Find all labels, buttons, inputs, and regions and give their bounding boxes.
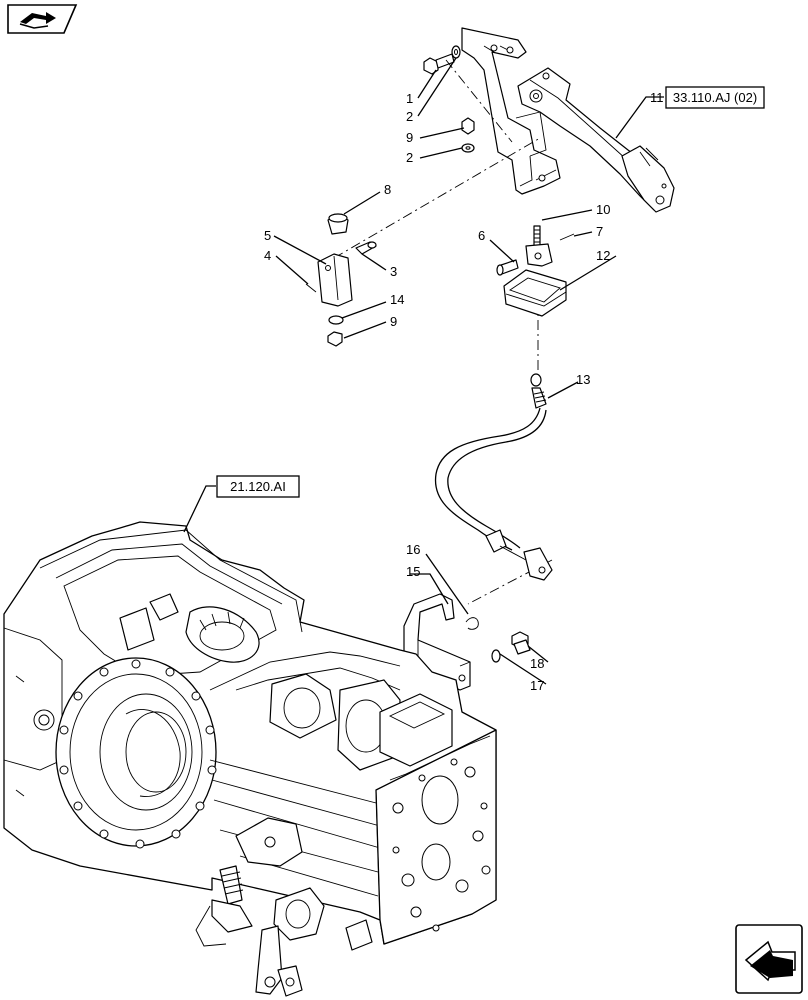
washer-17 — [491, 649, 501, 663]
callout-9[interactable]: 9 — [406, 130, 413, 145]
pivot-bracket-5 — [317, 253, 353, 307]
callout-4[interactable]: 4 — [264, 248, 271, 263]
callout-15[interactable]: 15 — [406, 564, 420, 579]
nut-9-top — [461, 117, 475, 135]
nut-9-lower — [327, 331, 343, 347]
callout-5[interactable]: 5 — [264, 228, 271, 243]
washer-2-top — [451, 45, 461, 59]
callout-17[interactable]: 17 — [530, 678, 544, 693]
clevis-pin-6 — [496, 259, 519, 276]
callout-7[interactable]: 7 — [596, 224, 603, 239]
brake-lever-bracket — [461, 27, 561, 195]
leader-lines — [183, 57, 664, 685]
rubber-boot-12 — [503, 269, 567, 317]
clevis-10 — [525, 243, 553, 267]
brake-cable-13 — [434, 373, 553, 581]
callout-12[interactable]: 12 — [596, 248, 610, 263]
callout-labels: 1 2 9 2 8 5 4 3 14 9 11 10 6 7 12 13 16 … — [264, 90, 664, 693]
cotter-pin-4 — [305, 283, 317, 293]
callout-14[interactable]: 14 — [390, 292, 404, 307]
callout-10[interactable]: 10 — [596, 202, 610, 217]
callout-2[interactable]: 2 — [406, 109, 413, 124]
callout-9[interactable]: 9 — [390, 314, 397, 329]
callout-18[interactable]: 18 — [530, 656, 544, 671]
callout-3[interactable]: 3 — [390, 264, 397, 279]
callout-6[interactable]: 6 — [478, 228, 485, 243]
clip-16 — [465, 617, 479, 630]
reference-label-33110: 33.110.AJ (02) — [673, 90, 757, 105]
callout-8[interactable]: 8 — [384, 182, 391, 197]
reference-box-33110[interactable]: 33.110.AJ (02) — [665, 86, 765, 109]
plug-8 — [327, 213, 349, 235]
callout-2[interactable]: 2 — [406, 150, 413, 165]
threaded-rod-10 — [533, 225, 541, 247]
hand-brake-lever — [517, 67, 675, 213]
callout-16[interactable]: 16 — [406, 542, 420, 557]
transmission-housing — [3, 521, 497, 997]
book-arrow-icon[interactable] — [7, 4, 78, 34]
washer-2-lower — [461, 143, 475, 153]
spring-pin-7 — [559, 233, 575, 241]
callout-1[interactable]: 1 — [406, 91, 413, 106]
bolt-18 — [511, 631, 531, 655]
reference-label-21120: 21.120.AI — [230, 479, 286, 494]
washer-14 — [328, 315, 344, 325]
reference-box-21120[interactable]: 21.120.AI — [216, 475, 300, 498]
callout-13[interactable]: 13 — [576, 372, 590, 387]
callout-11[interactable]: 11 — [650, 90, 664, 105]
pin-3 — [355, 241, 377, 255]
navigation-arrow-icon[interactable] — [735, 924, 803, 994]
